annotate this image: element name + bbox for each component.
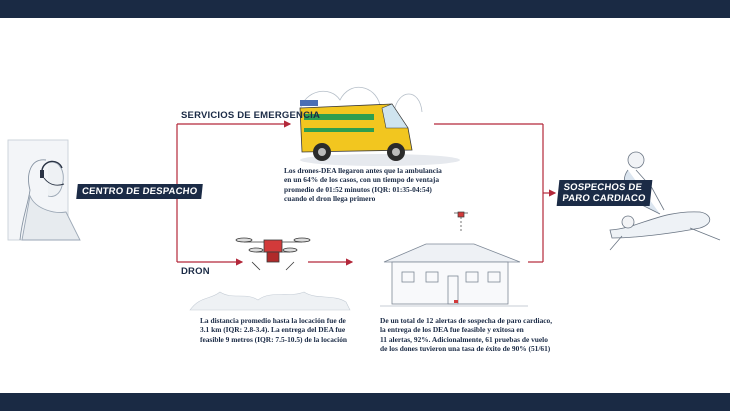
dispatch-center-label: CENTRO DE DESPACHO bbox=[76, 184, 204, 199]
cardiac-arrest-label: SOSPECHOS DE PARO CARDIACO bbox=[556, 180, 653, 206]
ambulance-icon bbox=[299, 86, 460, 166]
alerts-note: De un total de 12 alertas de sospecha de… bbox=[380, 316, 553, 354]
drone-label: DRON bbox=[181, 266, 210, 277]
headset-icon bbox=[40, 160, 65, 186]
ambulance-note: Los drones-DEA llegaron antes que la amb… bbox=[284, 166, 442, 204]
bottom-band bbox=[0, 393, 730, 411]
distance-note: La distancia promedio hasta la locación … bbox=[200, 316, 348, 344]
delivery-drone-icon bbox=[454, 211, 468, 232]
drone-icon bbox=[235, 237, 311, 271]
top-band bbox=[0, 0, 730, 18]
dispatcher-illustration bbox=[7, 139, 81, 241]
grass-strip bbox=[189, 291, 351, 311]
house-icon bbox=[380, 243, 528, 307]
emergency-services-label: SERVICIOS DE EMERGENCIA bbox=[181, 110, 321, 121]
